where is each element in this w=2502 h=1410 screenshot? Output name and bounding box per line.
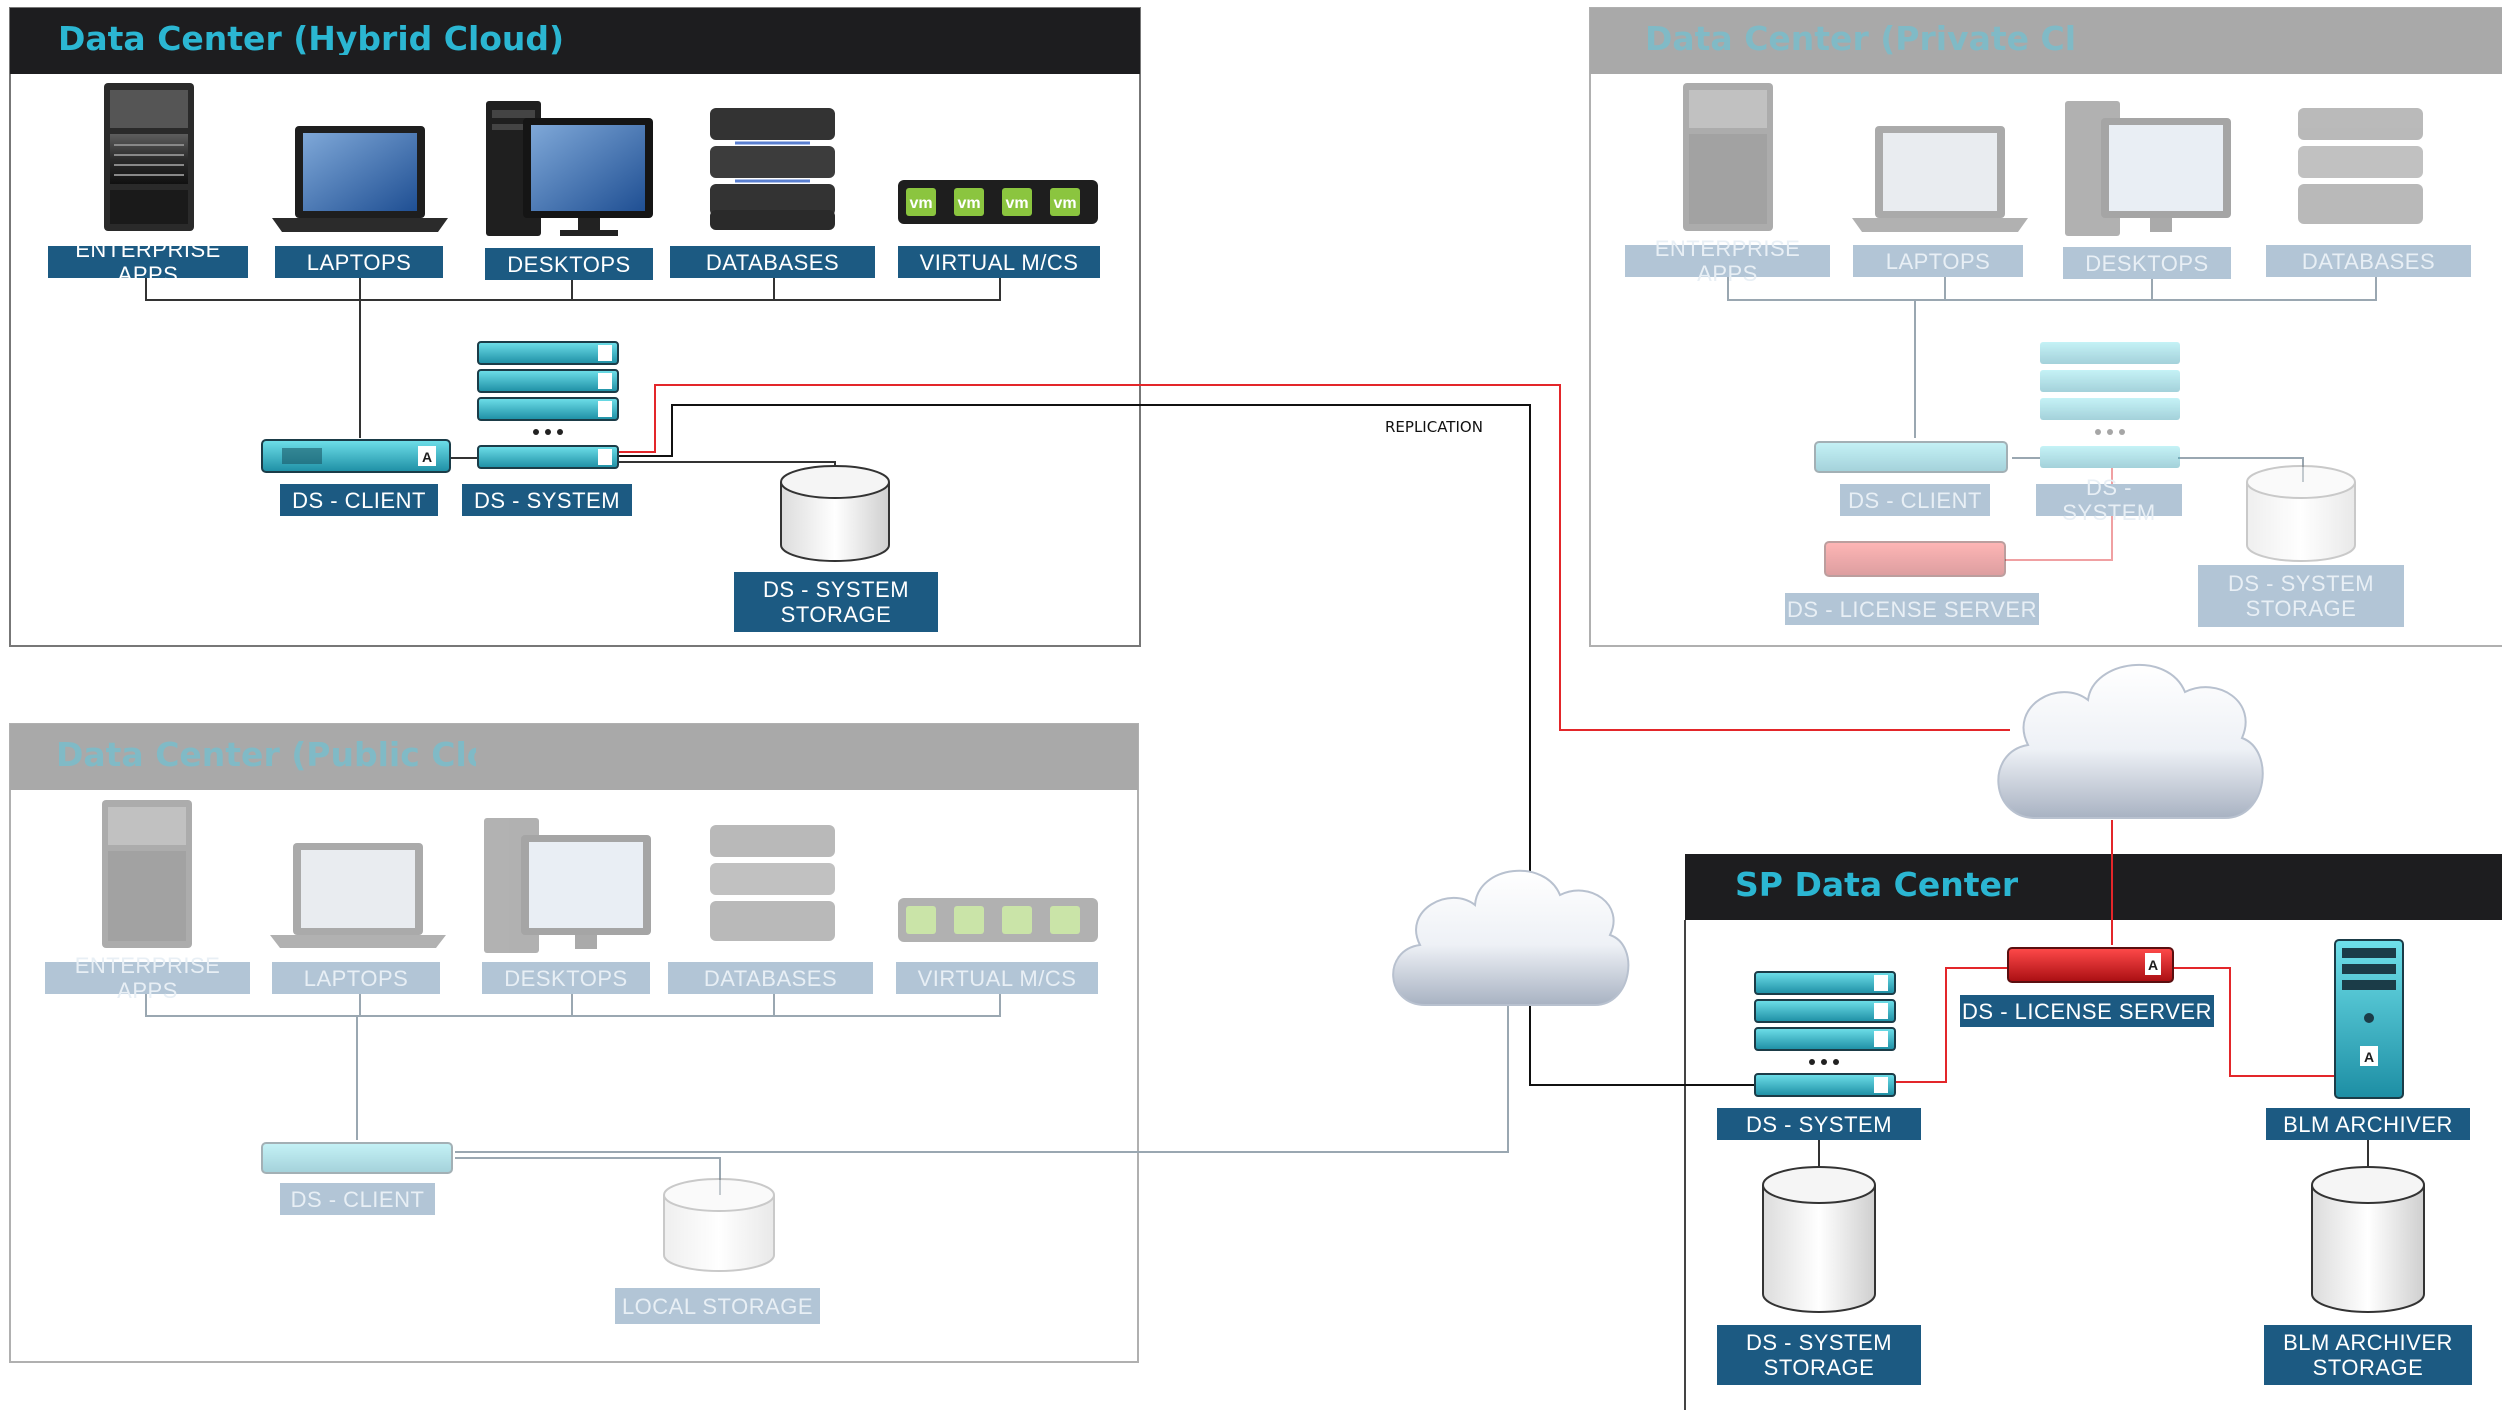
svg-text:vm: vm — [957, 195, 980, 212]
label-enterprise-apps: ENTERPRISE APPS — [45, 953, 250, 1003]
svg-text:vm: vm — [909, 195, 932, 212]
ds-system-storage-icon — [780, 465, 890, 562]
svg-text:A: A — [2364, 1049, 2374, 1065]
label-laptops: LAPTOPS — [272, 962, 440, 994]
label-virtual-machines: VIRTUAL M/CS — [898, 246, 1100, 278]
ds-system-rack-icon — [1754, 971, 1896, 1097]
label-desktops: DESKTOPS — [2063, 247, 2231, 279]
ds-client-appliance-icon: A — [261, 439, 451, 473]
public-device-bus — [145, 993, 1001, 1195]
label-blm-archiver-storage: BLM ARCHIVER STORAGE — [2264, 1325, 2472, 1385]
desktop-icon — [484, 818, 651, 953]
virtual-machines-icon: vm vm vm vm — [898, 180, 1098, 224]
label-databases: DATABASES — [668, 962, 873, 994]
label-laptops: LAPTOPS — [1853, 245, 2023, 277]
desktop-icon — [486, 101, 653, 236]
cloud-icon — [1997, 663, 2264, 819]
local-storage-icon — [663, 1178, 775, 1272]
license-server-icon — [1824, 541, 2006, 577]
svg-text:vm: vm — [1005, 195, 1028, 212]
ds-client-appliance-icon — [261, 1142, 453, 1174]
label-ds-system: DS - SYSTEM — [1717, 1108, 1921, 1140]
ds-system-storage-icon — [2246, 465, 2356, 562]
label-ds-client: DS - CLIENT — [280, 1183, 435, 1215]
label-ds-client: DS - CLIENT — [1840, 484, 1990, 516]
public-cloud-link — [455, 1005, 1509, 1153]
label-ds-system-storage: DS - SYSTEM STORAGE — [734, 572, 938, 632]
server-tower-icon — [104, 83, 194, 231]
database-icon — [710, 825, 835, 941]
label-license-server: DS - LICENSE SERVER — [1785, 593, 2039, 625]
license-server-icon: A — [2007, 947, 2174, 983]
laptop-icon — [1852, 126, 2028, 232]
panel-title-sp: SP Data Center — [1735, 868, 2019, 901]
label-enterprise-apps: ENTERPRISE APPS — [1625, 236, 1830, 286]
label-databases: DATABASES — [670, 246, 875, 278]
label-ds-system: DS - SYSTEM — [2036, 475, 2182, 525]
database-icon — [710, 108, 835, 230]
database-icon — [2298, 108, 2423, 224]
blm-archiver-storage-icon — [2311, 1166, 2425, 1313]
svg-text:vm: vm — [1053, 195, 1076, 212]
sp-red-links — [1890, 967, 2335, 1083]
virtual-machines-icon — [898, 898, 1098, 942]
ds-system-storage-icon — [1762, 1166, 1876, 1313]
label-databases: DATABASES — [2266, 245, 2471, 277]
label-enterprise-apps: ENTERPRISE APPS — [48, 237, 248, 287]
label-ds-client: DS - CLIENT — [280, 484, 438, 516]
panel-title-public: Data Center (Public Clou — [56, 738, 476, 771]
label-virtual-machines: VIRTUAL M/CS — [896, 962, 1098, 994]
label-laptops: LAPTOPS — [275, 246, 443, 278]
panel-public-frame — [9, 723, 1139, 1363]
cloud-icon — [1392, 869, 1630, 1006]
replication-annotation: REPLICATION — [1385, 418, 1483, 436]
laptop-icon — [270, 843, 446, 948]
blm-archiver-tower-icon: A — [2334, 939, 2404, 1099]
server-tower-icon — [1683, 83, 1773, 231]
label-desktops: DESKTOPS — [485, 248, 653, 280]
panel-sp-frame — [1684, 854, 2502, 1410]
label-local-storage: LOCAL STORAGE — [615, 1288, 820, 1324]
label-ds-system-storage: DS - SYSTEM STORAGE — [2198, 565, 2404, 627]
laptop-icon — [272, 126, 448, 232]
panel-title-hybrid: Data Center (Hybrid Cloud) — [58, 22, 565, 55]
private-device-bus — [1727, 275, 2377, 482]
ds-system-rack-icon — [477, 341, 619, 469]
label-license-server: DS - LICENSE SERVER — [1960, 995, 2214, 1027]
panel-hybrid-frame — [9, 7, 1141, 647]
svg-text:A: A — [422, 449, 432, 465]
label-ds-system: DS - SYSTEM — [462, 484, 632, 516]
desktop-icon — [2065, 101, 2231, 236]
ds-client-appliance-icon — [1814, 441, 2008, 473]
replication-link — [615, 404, 1760, 1086]
label-ds-system-storage: DS - SYSTEM STORAGE — [1717, 1325, 1921, 1385]
panel-title-private: Data Center (Private Clou — [1645, 22, 2075, 55]
sp-storage-links — [1818, 1140, 2369, 1185]
license-link — [615, 384, 2010, 731]
ds-system-rack-icon — [2040, 342, 2180, 468]
label-blm-archiver: BLM ARCHIVER — [2266, 1108, 2470, 1140]
server-tower-icon — [102, 800, 192, 948]
label-desktops: DESKTOPS — [482, 962, 650, 994]
svg-text:A: A — [2148, 957, 2158, 973]
